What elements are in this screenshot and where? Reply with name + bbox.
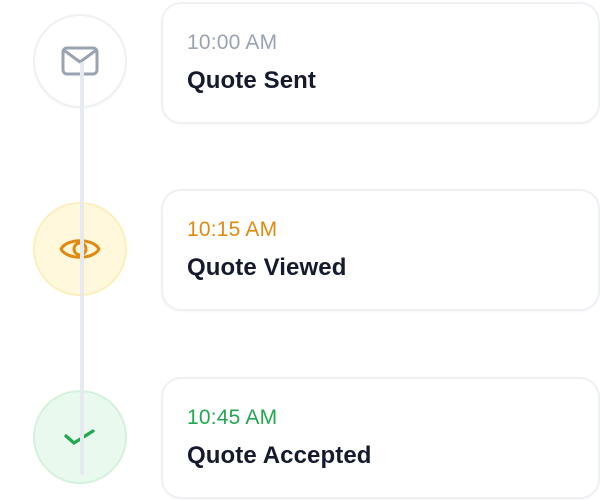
event-title: Quote Sent: [187, 67, 317, 94]
checkmark-icon: [64, 429, 95, 445]
event-card-accepted: 10:45 AM Quote Accepted: [161, 377, 600, 499]
timeline-connector: [80, 62, 84, 475]
event-title: Quote Viewed: [187, 254, 347, 281]
event-time: 10:45 AM: [187, 406, 278, 429]
event-time: 10:00 AM: [187, 31, 278, 54]
event-card-viewed: 10:15 AM Quote Viewed: [161, 189, 600, 311]
event-title: Quote Accepted: [187, 442, 372, 469]
event-time: 10:15 AM: [187, 218, 278, 241]
event-card-sent: 10:00 AM Quote Sent: [161, 2, 600, 124]
